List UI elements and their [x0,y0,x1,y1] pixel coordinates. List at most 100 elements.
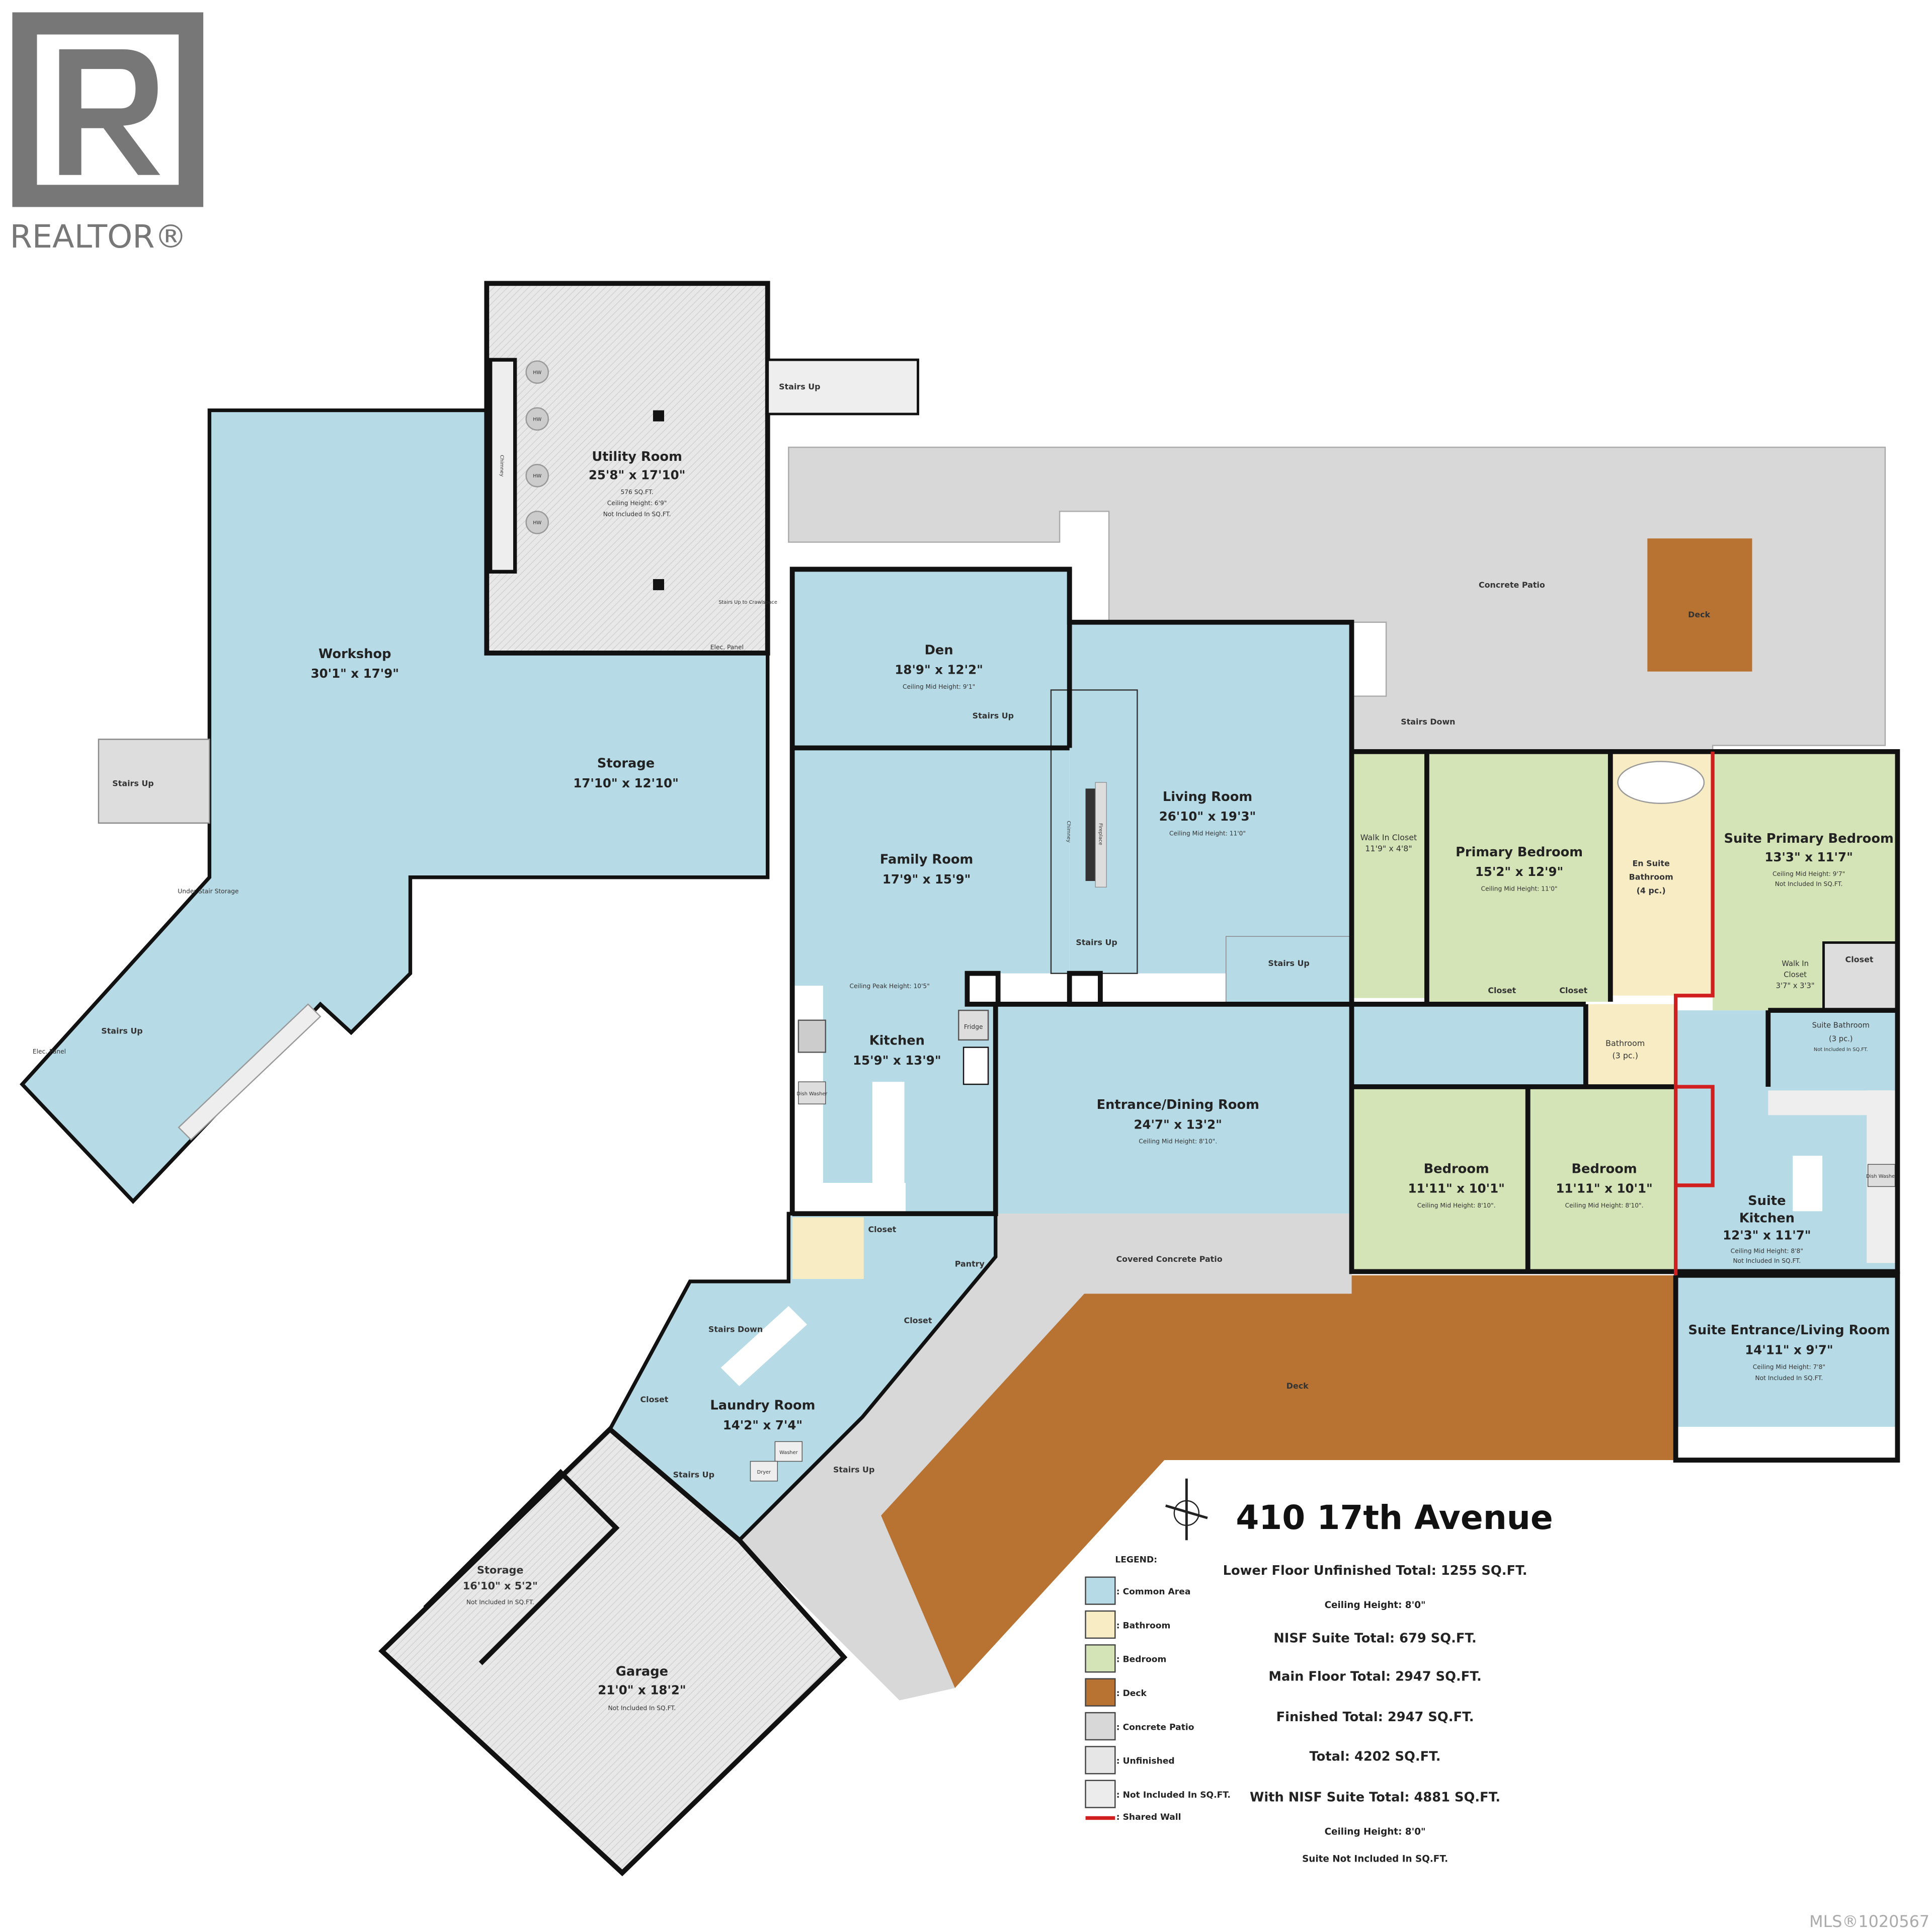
room-name: Kitchen [869,1033,925,1049]
room-name: Entrance/Dining Room [1097,1097,1259,1112]
hw-label: HW [533,370,541,375]
walk-in-closet [1351,751,1427,998]
deck [881,1275,1676,1688]
room-note: Not Included In SQ.FT. [1733,1257,1801,1264]
legend-swatch [1085,1678,1116,1707]
room-name: Walk In Closet [1360,833,1417,842]
room-note: Not Included In SQ.FT. [608,1705,676,1712]
room-dims: 17'10" x 12'10" [573,776,679,790]
legend-label: : Bathroom [1116,1621,1171,1631]
chimney-label: Chimney [1066,821,1071,842]
legend-label: : Unfinished [1116,1756,1175,1766]
grand-total: Total: 4202 SQ.FT. [1310,1749,1441,1764]
room-name: Bedroom [1424,1161,1489,1176]
room-dims: (3 pc.) [1829,1034,1853,1043]
hw-label: HW [533,520,541,526]
room-dims: 11'11" x 10'1" [1408,1181,1504,1196]
closet-label: Closet [1559,986,1587,995]
room-labels: Utility Room 25'8" x 17'10" 576 SQ.FT. C… [311,449,1894,1712]
legend-label: : Shared Wall [1116,1812,1181,1822]
room-dims: 11'11" x 10'1" [1556,1181,1652,1196]
hallway-white [967,973,1226,1004]
finished-total: Finished Total: 2947 SQ.FT. [1276,1710,1474,1725]
room-dims: 30'1" x 17'9" [311,666,399,681]
den [792,569,1070,748]
room-note: Ceiling Mid Height: 11'0" [1169,830,1246,837]
room-name: Family Room [880,852,973,867]
room-note: (4 pc.) [1637,886,1666,896]
room-note: Ceiling Mid Height: 9'1" [903,683,975,690]
realtor-logo: REALTOR® [10,12,204,256]
dryer-label: Dryer [757,1470,771,1475]
compass-icon [1165,1478,1208,1541]
legend-label: : Concrete Patio [1116,1722,1194,1732]
room-name: Suite Primary Bedroom [1724,831,1893,846]
hearth [1095,782,1107,888]
pantry-label: Pantry [955,1259,985,1269]
closet-label: Closet [1488,986,1516,995]
under-stair-label: Under Stair Storage [178,888,238,895]
room-dims: 21'0" x 18'2" [598,1682,686,1697]
room-note: Not Included In SQ.FT. [603,511,671,518]
legend-label: : Common Area [1116,1587,1191,1597]
room-note: Not Included In SQ.FT. [1755,1375,1823,1382]
room-note: Ceiling Mid Height: 7'8" [1753,1363,1825,1371]
room-name: Garage [616,1664,668,1679]
stairs-down-label: Stairs Down [708,1324,763,1334]
stairs-up-label: Stairs Up [779,382,820,391]
bedroom-1 [1351,1087,1528,1272]
concrete-patio-area [788,446,1886,753]
room-dims: 18'9" x 12'2" [895,663,983,677]
room-note: Ceiling Mid Height: 8'10". [1565,1202,1644,1209]
room-note: Ceiling Peak Height: 10'5" [849,983,929,990]
stairs-up-label: Stairs Up [833,1465,874,1475]
suite-note: Suite Not Included In SQ.FT. [1302,1854,1448,1864]
deck-label: Deck [1286,1381,1309,1391]
lower-ceiling-height: Ceiling Height: 8'0" [1325,1600,1426,1611]
chimney-label: Chimney [499,455,504,476]
legend-swatch [1085,1644,1116,1673]
main-floor-total: Main Floor Total: 2947 SQ.FT. [1268,1669,1481,1684]
elec-panel-label: Elec. Panel [710,644,744,651]
fridge [958,1009,989,1041]
legend-swatch [1085,1746,1116,1775]
room-dims: 15'2" x 12'9" [1475,864,1563,879]
post [653,579,664,591]
elec-panel-label: Elec. Panel [33,1048,66,1055]
room-dims: 16'10" x 5'2" [463,1580,538,1592]
stairs-up-label: Stairs Up [673,1470,714,1479]
area-labels: Concrete Patio Deck Deck Covered Concret… [33,382,1874,1479]
with-nisf-total: With NISF Suite Total: 4881 SQ.FT. [1250,1790,1500,1805]
primary-bedroom [1426,751,1611,1002]
hw-label: HW [533,417,541,422]
room-note: 12'3" x 11'7" [1723,1228,1811,1243]
room-dims: 15'9" x 13'9" [853,1053,941,1068]
legend-label: : Not Included In SQ.FT. [1116,1790,1231,1800]
hw-label: HW [533,473,541,479]
stairs-down-label: Stairs Down [1401,717,1455,727]
legend-swatch [1085,1816,1115,1820]
room-name: Suite Bathroom [1812,1021,1870,1029]
bathroom-3pc [1585,1004,1676,1087]
closet-label: Closet [904,1316,932,1325]
room-name: Suite [1748,1193,1786,1209]
pantry-cabinet [962,1046,989,1085]
room-name: Utility Room [592,449,682,464]
suite-island [1793,1156,1823,1212]
room-name: Workshop [318,647,391,662]
room-note: Not Included In SQ.FT. [1775,880,1843,888]
room-dims: (3 pc.) [1612,1051,1638,1061]
kitchen-island [872,1082,905,1183]
room-dims: 13'3" x 11'7" [1764,850,1853,864]
covered-patio-label: Covered Concrete Patio [1116,1254,1222,1264]
under-stair-storage [178,1003,321,1141]
room-name: Primary Bedroom [1456,845,1583,860]
stairs-up-label: Stairs Up [101,1026,142,1036]
bathtub-icon [1617,761,1705,804]
washer [774,1441,803,1462]
room-name: Storage [597,756,655,771]
room-note: Ceiling Mid Height: 9'7" [1773,870,1845,877]
room-dims: 25'8" x 17'10" [589,468,685,482]
nisf-suite-total: NISF Suite Total: 679 SQ.FT. [1273,1631,1477,1646]
